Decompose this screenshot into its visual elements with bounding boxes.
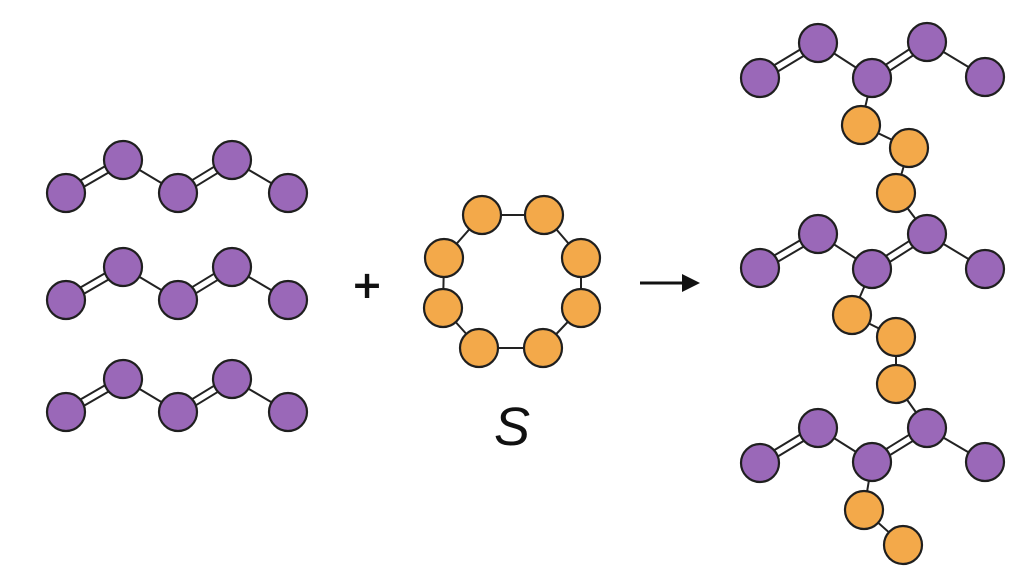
carbon-atom [267, 391, 309, 433]
carbon-atom [851, 57, 893, 99]
sulfur-atom [888, 127, 930, 169]
sulfur-atom [840, 104, 882, 146]
carbon-atom [102, 358, 144, 400]
carbon-atom [45, 391, 87, 433]
sulfur-atom [422, 287, 464, 329]
carbon-atom [102, 246, 144, 288]
carbon-atom [797, 213, 839, 255]
carbon-atom [964, 248, 1006, 290]
carbon-atom [797, 407, 839, 449]
carbon-atom [739, 247, 781, 289]
carbon-atom [906, 213, 948, 255]
sulfur-atom [461, 194, 503, 236]
atoms-layer [45, 21, 1006, 566]
carbon-atom [45, 172, 87, 214]
carbon-atom [851, 441, 893, 483]
carbon-atom [267, 172, 309, 214]
sulfur-atom [875, 172, 917, 214]
reaction-arrow [640, 274, 700, 292]
carbon-atom [102, 139, 144, 181]
carbon-atom [739, 442, 781, 484]
carbon-atom [211, 139, 253, 181]
carbon-atom [45, 279, 87, 321]
carbon-atom [157, 391, 199, 433]
sulfur-atom [831, 294, 873, 336]
carbon-atom [211, 246, 253, 288]
sulfur-label: S [494, 397, 530, 457]
sulfur-atom [875, 363, 917, 405]
sulfur-atom [458, 327, 500, 369]
carbon-atom [157, 279, 199, 321]
arrow-head-icon [682, 274, 700, 292]
carbon-atom [964, 441, 1006, 483]
carbon-atom [906, 21, 948, 63]
carbon-atom [157, 172, 199, 214]
carbon-atom [964, 56, 1006, 98]
sulfur-atom [560, 287, 602, 329]
carbon-atom [797, 22, 839, 64]
sulfur-atom [875, 316, 917, 358]
carbon-atom [851, 248, 893, 290]
carbon-atom [906, 407, 948, 449]
carbon-atom [211, 358, 253, 400]
sulfur-atom [882, 524, 924, 566]
sulfur-atom [423, 237, 465, 279]
sulfur-atom [843, 489, 885, 531]
carbon-atom [739, 57, 781, 99]
plus-sign: + [351, 263, 383, 307]
carbon-atom [267, 279, 309, 321]
sulfur-atom [523, 194, 565, 236]
sulfur-atom [522, 327, 564, 369]
sulfur-atom [560, 237, 602, 279]
